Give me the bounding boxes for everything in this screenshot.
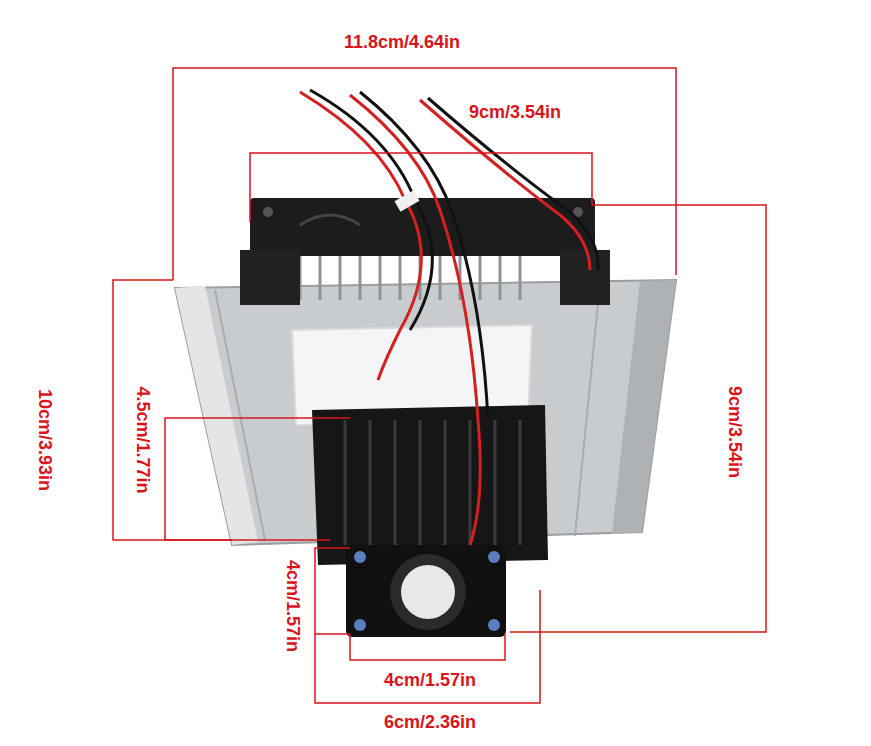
fan-hub: [401, 565, 455, 619]
dimension-label: 10cm/3.93in: [36, 389, 54, 491]
large-fan: [250, 198, 595, 256]
dimension-label: 4cm/1.57in: [384, 671, 476, 689]
small-fan: [346, 545, 506, 637]
dimension-lines: [113, 68, 766, 703]
dimension-label: 9cm/3.54in: [469, 103, 561, 121]
heatsink-edge: [612, 280, 676, 534]
dimension-label: 4cm/1.57in: [284, 560, 302, 652]
dimension-label: 6cm/2.36in: [384, 713, 476, 731]
dimension-label: 11.8cm/4.64in: [344, 33, 460, 51]
dimension-label: 4.5cm/1.77in: [134, 386, 152, 493]
heatsink-fins: [300, 250, 520, 300]
small-heatsink: [312, 405, 548, 565]
dimension-label: 9cm/3.54in: [726, 386, 744, 478]
wires: [300, 90, 598, 545]
heatsink-edge: [175, 286, 258, 545]
